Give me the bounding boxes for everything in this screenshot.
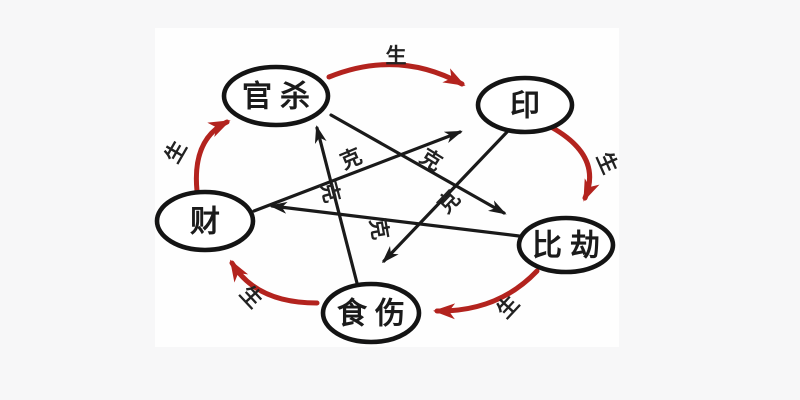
overcome-arrow-shishang-to-guansha (314, 125, 360, 289)
node-guansha: 官杀 (221, 64, 331, 128)
node-guansha-circle (221, 64, 331, 128)
generate-arrow-shishang-to-cai (229, 259, 320, 306)
overcome-arrow-cai-to-yin (252, 130, 463, 213)
overcome-arrow-bijie-to-cai (269, 201, 521, 238)
overcome-arrow-yin-to-shishang (381, 130, 509, 264)
generate-cycle-arrows (193, 62, 600, 320)
node-cai-circle (154, 189, 256, 253)
node-yin: 印 (475, 75, 575, 135)
generate-arrow-cai-to-guansha (193, 119, 231, 194)
generate-label-top: 生 (386, 44, 407, 68)
node-shishang-label: 食伤 (337, 297, 413, 332)
generate-arrow-yin-to-bijie (548, 124, 600, 202)
node-cai-label: 财 (190, 205, 220, 240)
overcome-cycle-arrows (252, 113, 521, 289)
node-yin-circle (475, 75, 575, 135)
node-bijie-label: 比劫 (532, 229, 608, 264)
node-bijie-circle (516, 215, 616, 275)
overcome-label-bijie-cai: 克 (365, 217, 392, 242)
node-bijie: 比劫 (516, 215, 616, 275)
generate-arrow-bijie-to-shishang (433, 268, 540, 320)
generate-arrow-guansha-to-yin (326, 62, 466, 87)
overcome-arrow-guansha-to-bijie (329, 113, 507, 215)
node-shishang-circle (320, 281, 422, 345)
node-yin-label: 印 (510, 89, 540, 124)
node-guansha-label: 官杀 (242, 80, 318, 115)
node-cai: 财 (154, 189, 256, 253)
node-shishang: 食伤 (320, 281, 422, 345)
